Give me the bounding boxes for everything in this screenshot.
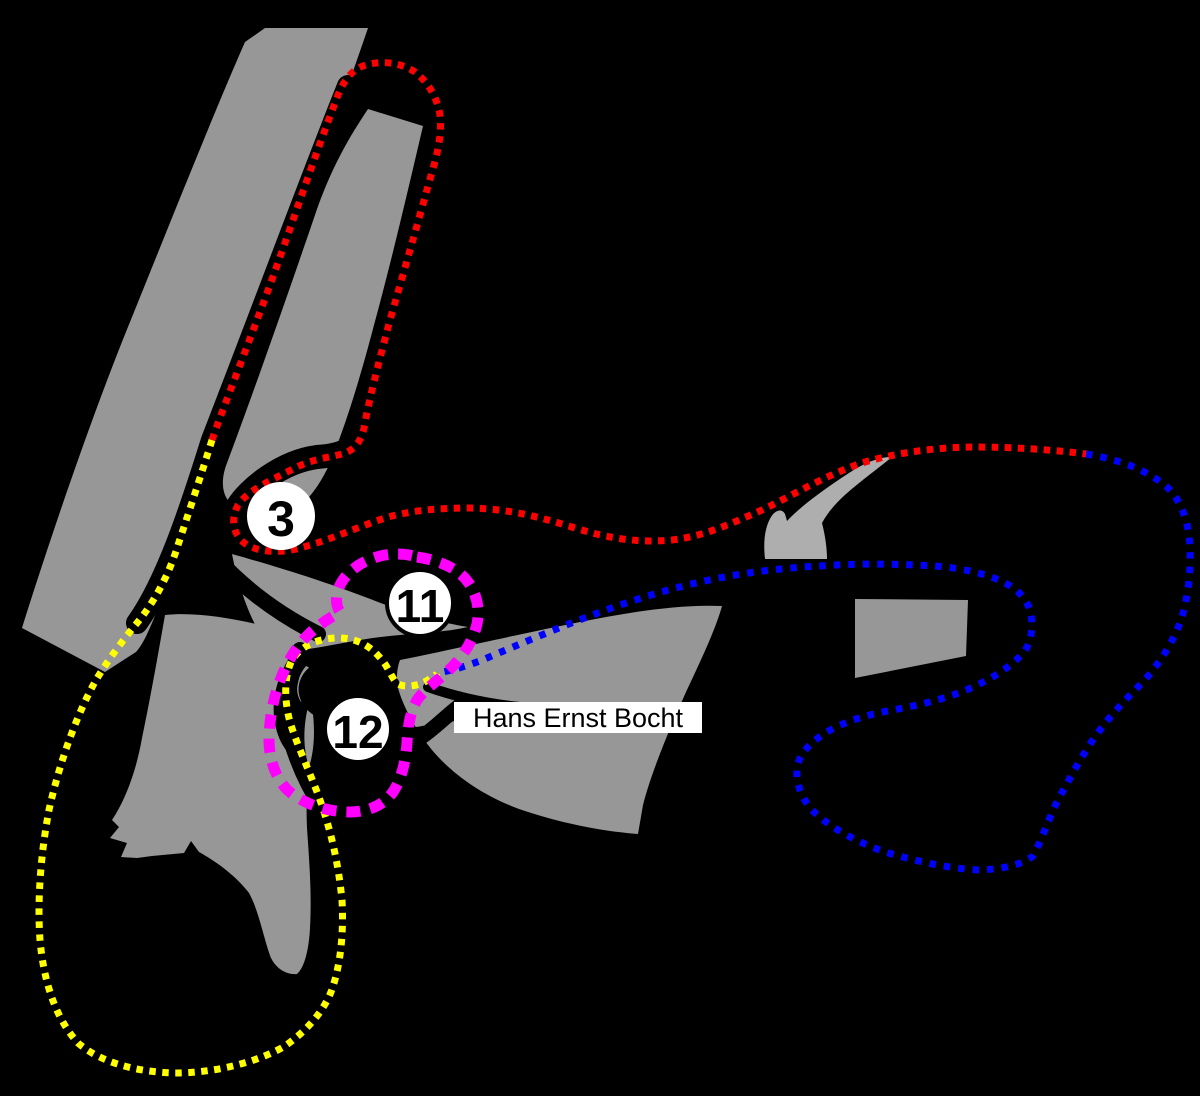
- corner-marker-12: 12: [323, 694, 393, 764]
- route-red: [208, 59, 1087, 555]
- track-surfaces: [22, 28, 968, 975]
- paddock-surface: [110, 614, 311, 975]
- main-straight-surface: [22, 28, 368, 672]
- corner-marker-11-number: 11: [396, 580, 445, 632]
- corner-marker-3: 3: [247, 482, 315, 550]
- corner-markers: 3 11 12: [247, 482, 455, 764]
- corner-label-box: [454, 702, 702, 733]
- route-magenta-highlight: [263, 548, 484, 818]
- apex-sliver-icon: [304, 707, 314, 767]
- corner-marker-3-number: 3: [267, 491, 295, 547]
- route-blue: [436, 450, 1194, 874]
- east-trapezoid-surface: [855, 599, 968, 678]
- route-yellow: [35, 438, 441, 1077]
- corner-marker-11: 11: [385, 568, 455, 638]
- circuit-routes: [35, 59, 1194, 1077]
- channel-link-1112: [210, 552, 326, 642]
- flyover-bridge-icon: [764, 457, 892, 559]
- channel-straight: [126, 75, 359, 634]
- pit-straight-surface: [222, 109, 423, 516]
- channel-south: [279, 642, 329, 814]
- corner-label-text: Hans Ernst Bocht: [473, 703, 684, 733]
- corner-marker-12-number: 12: [332, 706, 383, 758]
- label-leader-line: [391, 706, 456, 732]
- corner-label-group: Hans Ernst Bocht: [391, 702, 702, 733]
